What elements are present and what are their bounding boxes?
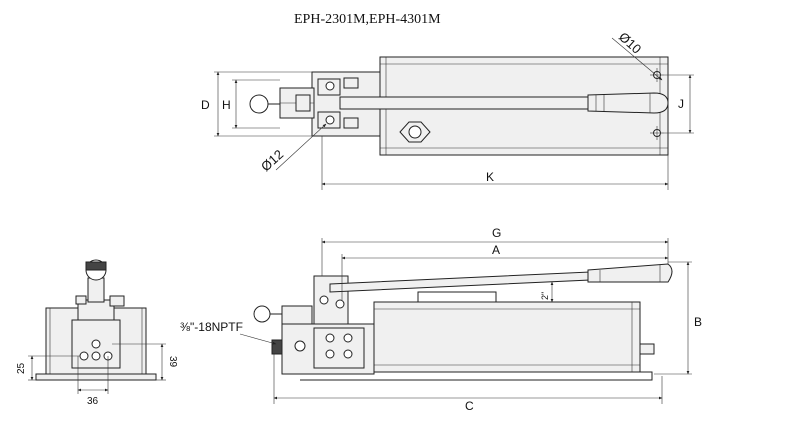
handle-bar-top — [339, 96, 591, 110]
port-thread-label: ⅜"-18NPTF — [180, 320, 243, 334]
dim-a: A — [492, 243, 500, 257]
base-foot — [300, 371, 653, 381]
handle-bar-side — [329, 271, 591, 293]
dim-25: 25 — [16, 362, 27, 374]
side-view: G A B 2" C ⅜"-18NPTF — [180, 226, 702, 413]
dim-c: C — [465, 399, 474, 413]
dim-b: B — [694, 315, 702, 329]
dim-g: G — [492, 226, 501, 240]
carry-handle — [417, 291, 497, 302]
dim-j: J — [678, 97, 684, 111]
handle-grip-top — [587, 92, 669, 114]
reservoir-side — [373, 301, 641, 373]
release-knob-side — [253, 305, 271, 323]
drawing-title: EPH-2301M,EPH-4301M — [294, 12, 441, 27]
dim-h: H — [222, 98, 231, 112]
dim-2in: 2" — [540, 292, 550, 300]
dim-39: 39 — [167, 356, 178, 368]
release-knob-top — [249, 94, 269, 114]
dim-k: K — [486, 170, 494, 184]
dim-dia-10: Ø10 — [616, 29, 644, 57]
dim-dia-12: Ø12 — [258, 147, 286, 175]
outlet-port — [271, 339, 283, 355]
handle-grip-side — [587, 263, 673, 283]
top-view: D H J K Ø10 Ø12 — [201, 29, 694, 190]
end-view: 25 39 36 — [16, 259, 178, 407]
dim-d: D — [201, 98, 210, 112]
dim-36: 36 — [87, 396, 99, 407]
